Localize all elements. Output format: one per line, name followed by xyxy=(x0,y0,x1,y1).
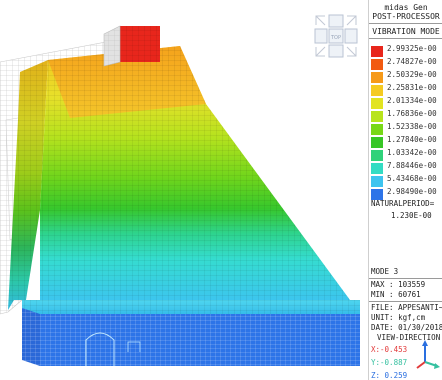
legend-row: 5.43468e-00 xyxy=(369,174,442,187)
legend-row: 7.88446e-00 xyxy=(369,161,442,174)
legend-swatch xyxy=(371,163,383,174)
legend-swatch xyxy=(371,150,383,161)
result-legend-panel: midas Gen POST-PROCESSOR VIBRATION MODE … xyxy=(368,0,442,380)
divider xyxy=(369,301,442,302)
legend-value: 2.50329e-00 xyxy=(387,70,437,79)
divider xyxy=(369,38,442,39)
legend-swatch xyxy=(371,85,383,96)
module-name: POST-PROCESSOR xyxy=(372,12,440,21)
legend-value: 2.01334e-00 xyxy=(387,96,437,105)
svg-text:TOP: TOP xyxy=(330,35,341,41)
legend-value: 5.43468e-00 xyxy=(387,174,437,183)
legend-value: 1.27840e-00 xyxy=(387,135,437,144)
period-label: NATURALPERIOD= xyxy=(371,199,435,208)
view-direction-y: Y:-0.887 xyxy=(371,358,408,367)
legend-row: 2.25831e-00 xyxy=(369,83,442,96)
legend-row: 2.99325e-00 xyxy=(369,44,442,57)
legend-value: 2.99325e-00 xyxy=(387,44,437,53)
legend-swatch xyxy=(371,59,383,70)
legend-value: 1.76836e-00 xyxy=(387,109,437,118)
view-direction-x: X:-0.453 xyxy=(371,345,408,354)
axis-triad-icon xyxy=(416,340,440,369)
date-label: DATE: 01/30/2018 xyxy=(371,323,442,332)
result-type: VIBRATION MODE xyxy=(372,27,440,36)
legend-value: 2.74827e-00 xyxy=(387,57,437,66)
legend-row: 2.98490e-00 xyxy=(369,187,442,200)
legend-value: 7.88446e-00 xyxy=(387,161,437,170)
crest-tower xyxy=(103,25,160,67)
file-name: FILE: APPESANTI~ xyxy=(371,303,442,312)
legend-row: 2.01334e-00 xyxy=(369,96,442,109)
min-value: MIN : 60761 xyxy=(371,290,421,299)
unit-label: UNIT: kgf,cm xyxy=(371,313,426,322)
dam-crest-mesh xyxy=(48,46,206,118)
product-name: midas Gen xyxy=(384,3,428,12)
legend-swatch xyxy=(371,111,383,122)
mode-number: MODE 3 xyxy=(371,267,399,276)
dam-side-mesh xyxy=(8,60,48,310)
legend-row: 1.03342e-00 xyxy=(369,148,442,161)
legend-swatch xyxy=(371,46,383,57)
legend-row: 1.27840e-00 xyxy=(369,135,442,148)
legend-value: 1.52338e-00 xyxy=(387,122,437,131)
model-viewport[interactable]: TOP xyxy=(0,0,368,380)
divider xyxy=(369,278,442,279)
dam-mode-shape-plot[interactable] xyxy=(0,0,368,380)
legend-swatch xyxy=(371,189,383,200)
legend-row: 1.52338e-00 xyxy=(369,122,442,135)
view-cube-icon[interactable]: TOP xyxy=(314,14,358,58)
divider xyxy=(369,23,442,24)
view-direction-z: Z: 0.259 xyxy=(371,371,408,380)
legend-row: 2.74827e-00 xyxy=(369,57,442,70)
legend-row: 2.50329e-00 xyxy=(369,70,442,83)
legend-row: 1.76836e-00 xyxy=(369,109,442,122)
period-value: 1.230E-00 xyxy=(391,211,432,220)
legend-value: 2.98490e-00 xyxy=(387,187,437,196)
legend-value: 2.25831e-00 xyxy=(387,83,437,92)
legend-value: 1.03342e-00 xyxy=(387,148,437,157)
legend-swatch xyxy=(371,176,383,187)
legend-swatch xyxy=(371,124,383,135)
legend-swatch xyxy=(371,72,383,83)
foundation-block xyxy=(22,300,360,366)
legend-swatch xyxy=(371,98,383,109)
view-direction-label: VIEW-DIRECTION xyxy=(377,333,441,342)
legend-swatch xyxy=(371,137,383,148)
max-value: MAX : 103559 xyxy=(371,280,426,289)
